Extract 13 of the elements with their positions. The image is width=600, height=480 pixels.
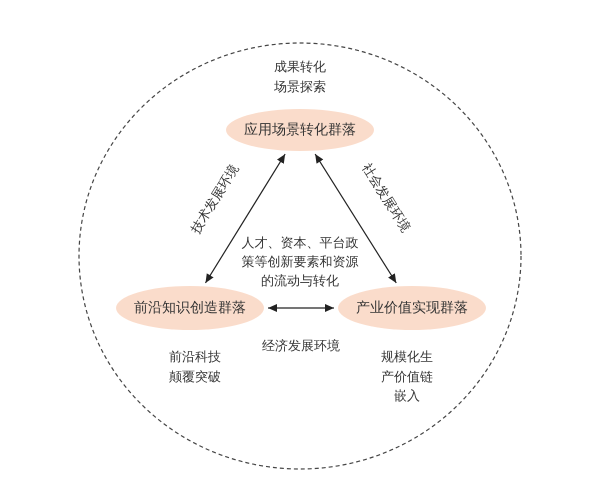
group-caption: 成果转化场景探索 — [273, 59, 327, 96]
group-ellipse — [116, 286, 264, 330]
double-arrow — [314, 154, 397, 284]
edge-label: 经济发展环境 — [260, 337, 342, 355]
group-ellipse — [226, 109, 374, 151]
double-arrow — [204, 154, 286, 284]
group-name: 应用场景转化群落 — [244, 121, 356, 139]
group-ellipse — [338, 286, 486, 330]
group-caption: 前沿科技颠覆突破 — [168, 349, 222, 386]
group-name: 产业价值实现群落 — [356, 299, 468, 317]
double-arrow — [268, 304, 334, 312]
group-name: 前沿知识创造群落 — [134, 299, 246, 317]
group-caption: 规模化生产价值链嵌入 — [380, 349, 434, 406]
